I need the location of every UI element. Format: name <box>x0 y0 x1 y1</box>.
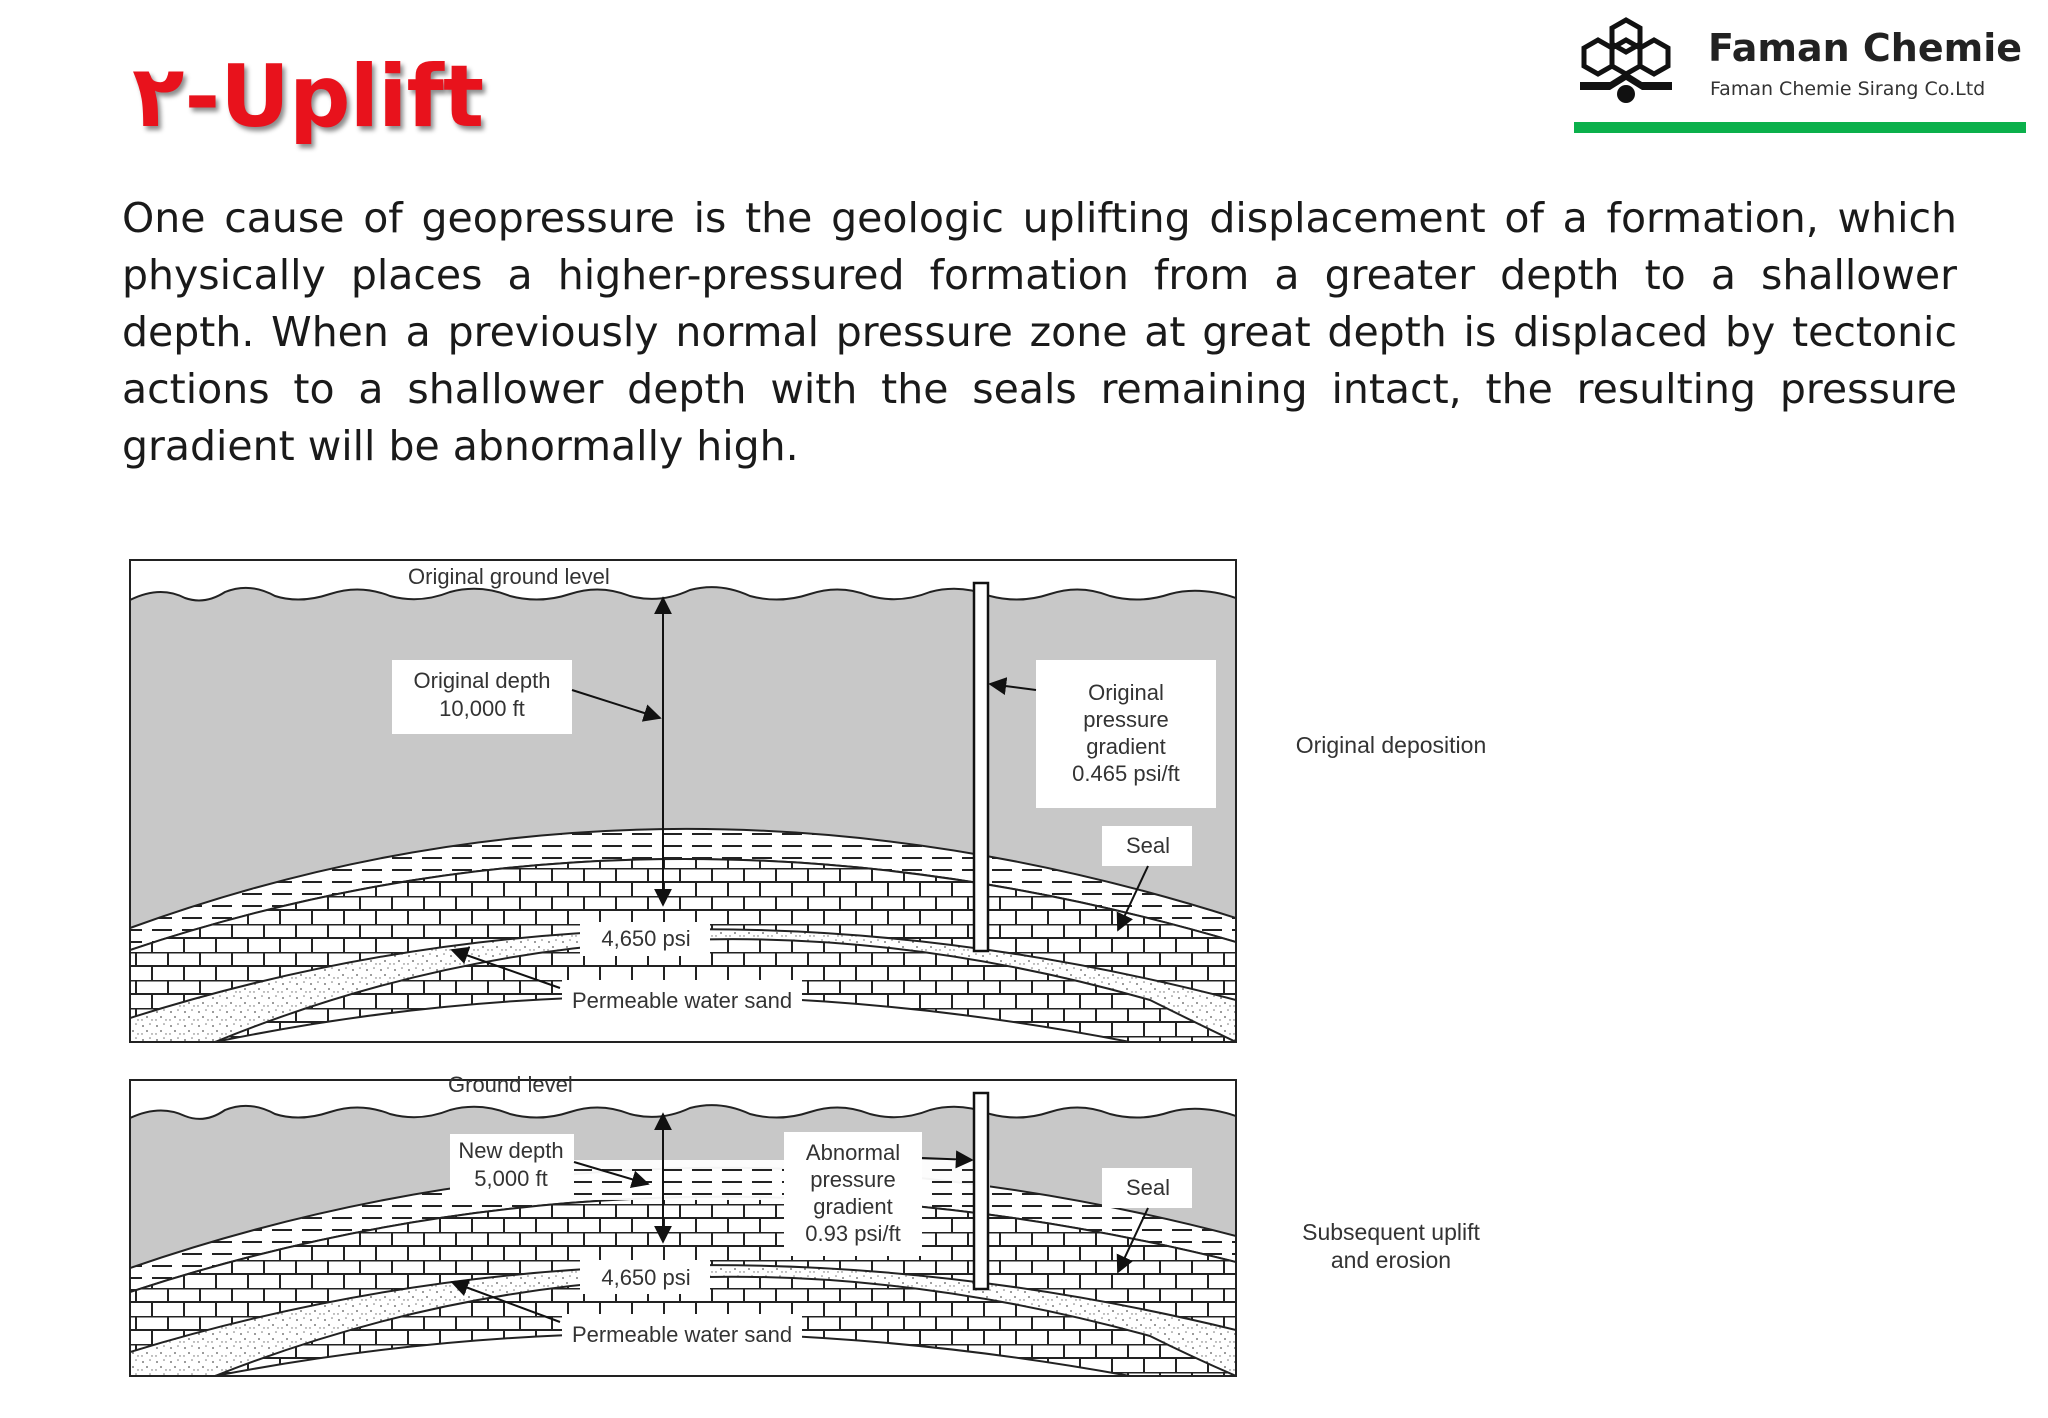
top-gradient-label-line4: 0.465 psi/ft <box>1072 761 1180 786</box>
bottom-gradient-label-line1: Abnormal <box>806 1140 900 1165</box>
bottom-pressure-label: 4,650 psi <box>601 1265 690 1290</box>
top-depth-label-line2: 10,000 ft <box>439 696 525 721</box>
company-logo: Faman Chemie Faman Chemie Sirang Co.Ltd <box>1570 10 2030 140</box>
hexagon-molecule-icon <box>1580 17 1672 103</box>
top-ground-level-label: Original ground level <box>408 564 610 589</box>
top-seal-label: Seal <box>1126 833 1170 858</box>
top-depth-label-line1: Original depth <box>414 668 551 693</box>
top-gradient-label-line2: pressure <box>1083 707 1169 732</box>
bottom-ground-level-label: Ground level <box>448 1072 573 1097</box>
bottom-depth-label-line1: New depth <box>458 1138 563 1163</box>
slide-title: ۲-Uplift <box>132 47 484 147</box>
bottom-depth-label-line2: 5,000 ft <box>474 1166 547 1191</box>
top-sand-label: Permeable water sand <box>572 988 792 1013</box>
bottom-gradient-label-line3: gradient <box>813 1194 893 1219</box>
top-gradient-label-line1: Original <box>1088 680 1164 705</box>
bottom-seal-label: Seal <box>1126 1175 1170 1200</box>
bottom-sand-label: Permeable water sand <box>572 1322 792 1347</box>
logo-company-subtitle: Faman Chemie Sirang Co.Ltd <box>1710 78 1986 100</box>
bottom-gradient-label-line4: 0.93 psi/ft <box>805 1221 900 1246</box>
uplift-erosion-label-line2: and erosion <box>1331 1247 1451 1273</box>
original-deposition-label: Original deposition <box>1296 732 1487 758</box>
bottom-gradient-label-line2: pressure <box>810 1167 896 1192</box>
slide-body-text: One cause of geopressure is the geologic… <box>122 194 1957 470</box>
top-gradient-label-line3: gradient <box>1086 734 1166 759</box>
original-deposition-panel <box>129 559 1237 1043</box>
logo-accent-bar <box>1574 122 2026 133</box>
uplift-erosion-label-line1: Subsequent uplift <box>1302 1219 1480 1245</box>
top-pressure-label: 4,650 psi <box>601 926 690 951</box>
logo-company-name: Faman Chemie <box>1708 26 2023 70</box>
uplift-erosion-panel <box>129 1079 1237 1377</box>
